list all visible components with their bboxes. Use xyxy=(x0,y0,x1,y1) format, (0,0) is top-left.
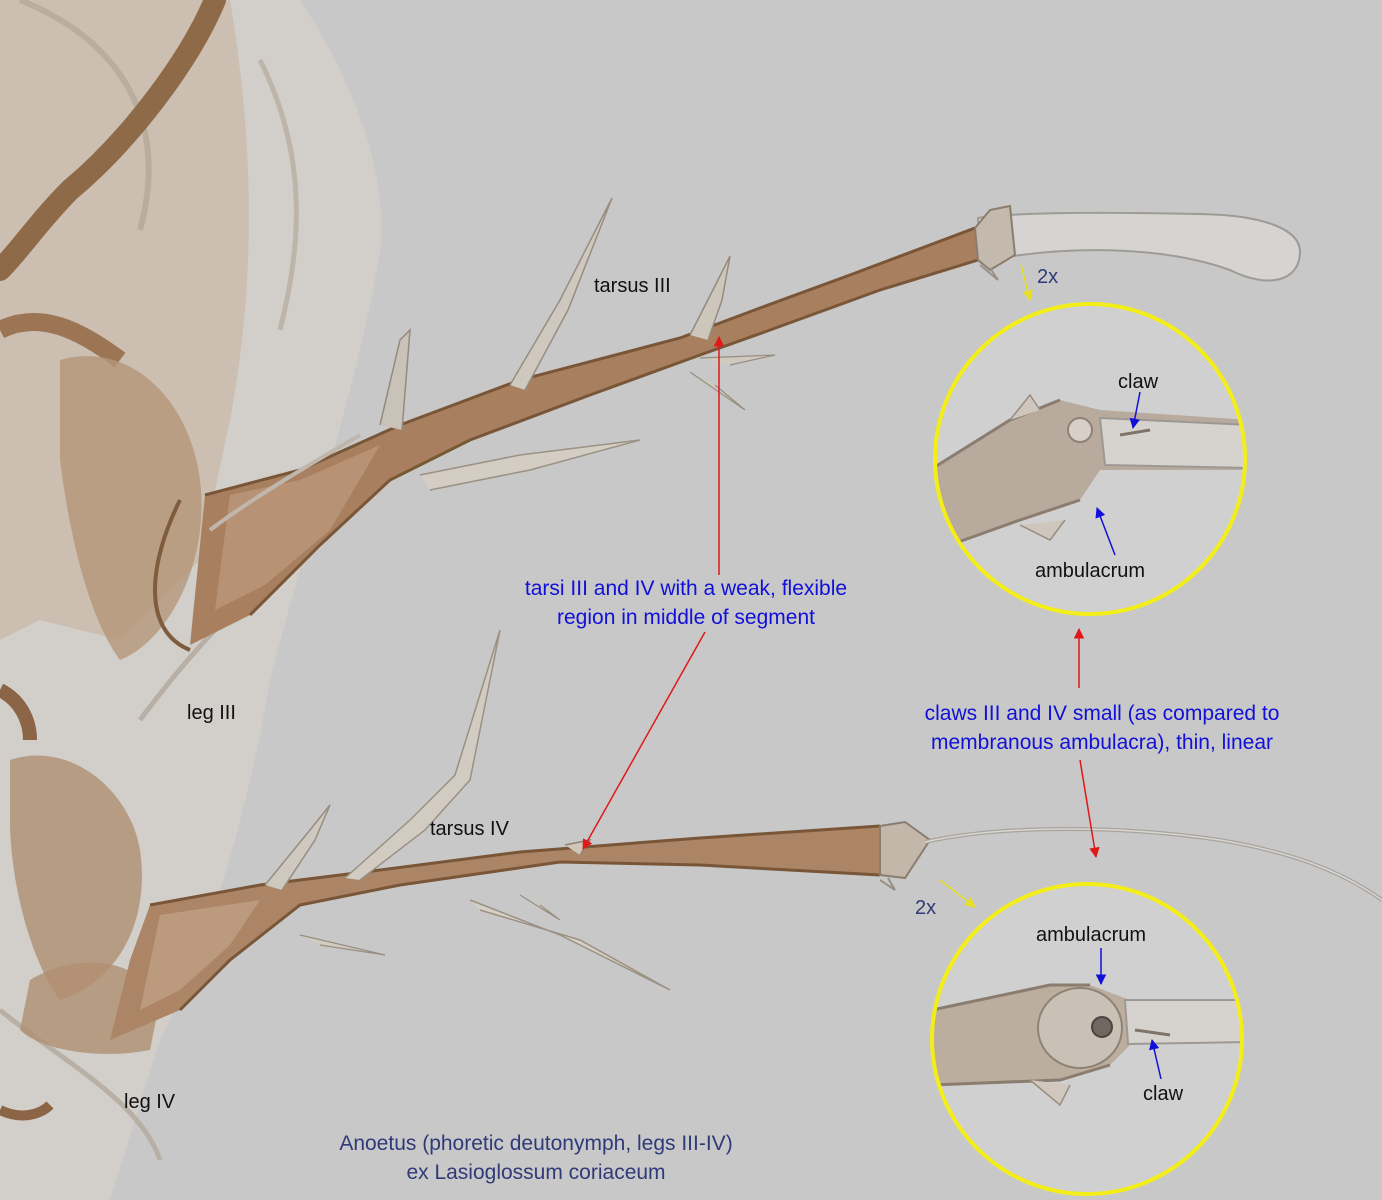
label-leg-iii: leg III xyxy=(187,702,236,724)
annotation-flexible-line2: region in middle of segment xyxy=(557,606,815,629)
annotation-claws-line2: membranous ambulacra), thin, linear xyxy=(931,731,1273,754)
annotation-pointers xyxy=(582,264,1162,1080)
annotation-claws-line1: claws III and IV small (as compared to xyxy=(924,702,1280,725)
label-tarsus-iii: tarsus III xyxy=(594,275,671,297)
label-ambulacrum-top: ambulacrum xyxy=(1035,560,1146,582)
label-tarsus-iv: tarsus IV xyxy=(430,818,509,840)
annotation-flexible-line1: tarsi III and IV with a weak, flexible xyxy=(524,577,848,600)
caption: Anoetus (phoretic deutonymph, legs III-I… xyxy=(296,1129,776,1187)
inset-claw-iii-drawing xyxy=(933,302,1247,616)
label-magnification-bottom: 2x xyxy=(915,897,937,919)
caption-line2: ex Lasioglossum coriaceum xyxy=(406,1161,666,1184)
label-claw-top: claw xyxy=(1118,371,1159,393)
label-leg-iv: leg IV xyxy=(124,1091,176,1113)
annotation-claws-note: claws III and IV small (as compared to m… xyxy=(882,699,1322,757)
label-magnification-top: 2x xyxy=(1037,266,1059,288)
annotation-flexible-region: tarsi III and IV with a weak, flexible r… xyxy=(486,574,886,632)
inset-claw-iv-drawing xyxy=(930,882,1244,1196)
label-ambulacrum-bottom: ambulacrum xyxy=(1036,924,1147,946)
body-membrane xyxy=(0,0,382,1200)
caption-line1: Anoetus (phoretic deutonymph, legs III-I… xyxy=(339,1132,733,1155)
leg-iii-drawing xyxy=(153,197,1302,652)
leg-iv-drawing xyxy=(110,629,1382,1040)
label-claw-bottom: claw xyxy=(1143,1083,1184,1105)
